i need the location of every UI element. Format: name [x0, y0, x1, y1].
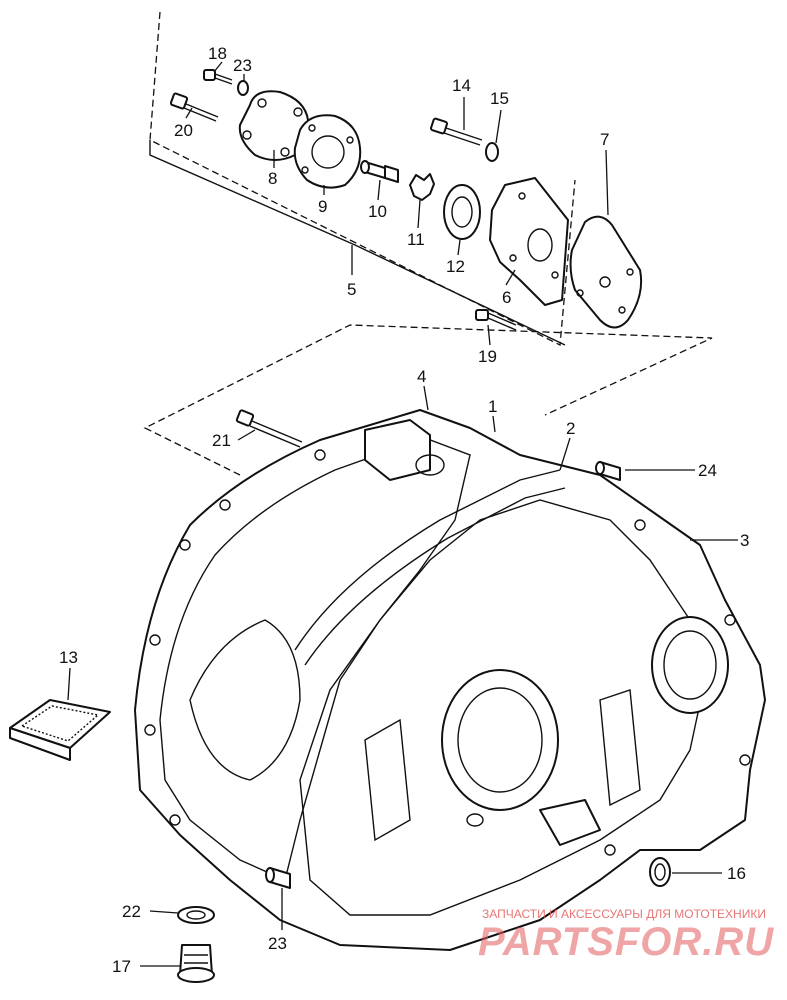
- callout-17: 17: [112, 957, 131, 976]
- bolt-19: [475, 309, 517, 331]
- callout-22: 22: [122, 902, 141, 921]
- oil-pump-group-frame: [149, 11, 576, 347]
- crankcase-mount-frame: [143, 324, 713, 476]
- callout-14: 14: [452, 76, 471, 95]
- sealing-washer-22: [177, 906, 215, 924]
- callout-1: 1: [488, 397, 497, 416]
- washer-15: [485, 142, 499, 162]
- bolt-14: [430, 117, 483, 146]
- callout-labels: 18 23 20 8 9 10 11 12 5 6 14 15 7 19 4 1…: [59, 44, 749, 976]
- drain-bolt-17: [177, 944, 215, 983]
- callout-3: 3: [740, 531, 749, 550]
- pump-gasket-7: [569, 215, 643, 329]
- callout-10: 10: [368, 202, 387, 221]
- callout-15: 15: [490, 89, 509, 108]
- pump-shaft-10: [360, 160, 399, 183]
- callout-5: 5: [347, 280, 356, 299]
- callout-24: 24: [698, 461, 717, 480]
- bolt-20: [169, 92, 219, 122]
- bolt-21: [235, 409, 303, 448]
- watermark-brand: PARTSFOR.RU: [478, 920, 774, 964]
- callout-11: 11: [407, 230, 425, 249]
- callout-19: 19: [478, 347, 497, 366]
- callout-13: 13: [59, 648, 78, 667]
- washer-23-small: [237, 80, 249, 96]
- leader-lines: [67, 61, 738, 967]
- callout-2: 2: [566, 419, 575, 438]
- callout-4: 4: [417, 367, 426, 386]
- watermark: ЗАПЧАСТИ И АКСЕССУАРЫ ДЛЯ МОТОТЕХНИКИ PA…: [478, 907, 774, 964]
- callout-21: 21: [212, 431, 231, 450]
- callout-23-bottom: 23: [268, 934, 287, 953]
- outer-rotor-12: [443, 184, 481, 240]
- pump-body-6: [489, 177, 569, 306]
- dowel-pin-23-lower: [265, 867, 291, 889]
- dowel-pin-24: [595, 461, 621, 481]
- callout-6: 6: [502, 288, 511, 307]
- pump-cover-8: [238, 90, 310, 161]
- inner-rotor-11: [409, 173, 435, 201]
- oil-filter-screen-13: [9, 699, 111, 761]
- callout-12: 12: [446, 257, 465, 276]
- watermark-tagline: ЗАПЧАСТИ И АКСЕССУАРЫ ДЛЯ МОТОТЕХНИКИ: [482, 907, 766, 921]
- callout-16: 16: [727, 864, 746, 883]
- callout-7: 7: [600, 130, 609, 149]
- callout-20: 20: [174, 121, 193, 140]
- oil-pump-group-bracket: [149, 140, 566, 346]
- callout-23-top: 23: [233, 56, 252, 75]
- pump-gasket-9: [293, 114, 362, 189]
- callout-8: 8: [268, 169, 277, 188]
- callout-9: 9: [318, 197, 327, 216]
- bolt-18: [203, 69, 233, 85]
- crankcase-assembly: [134, 409, 766, 951]
- callout-18: 18: [208, 44, 227, 63]
- oil-seal-16: [649, 857, 671, 887]
